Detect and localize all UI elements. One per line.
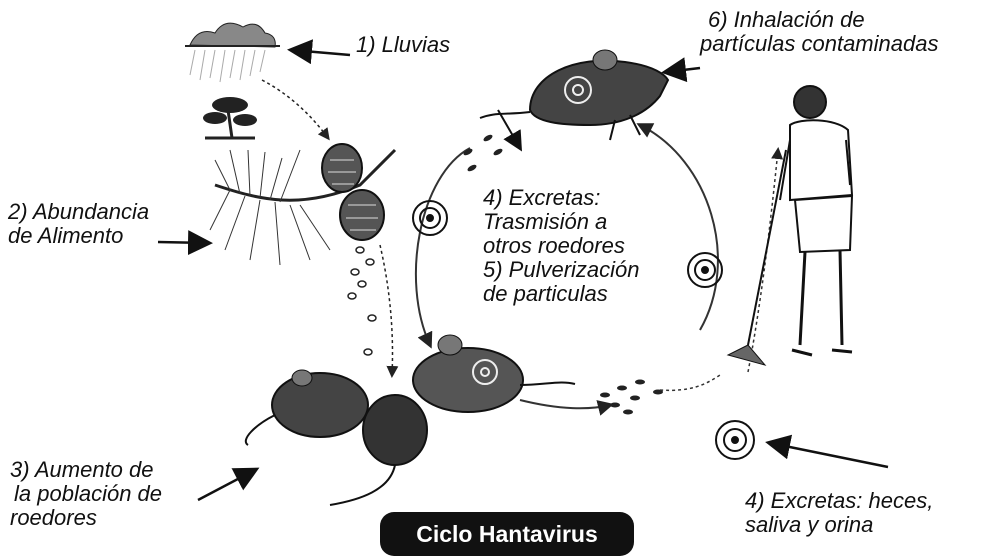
pointer-arrow-step1	[292, 50, 350, 55]
label-step6: 6) Inhalación de partículas contaminadas	[700, 8, 938, 56]
pointer-arrow-step2	[158, 242, 208, 243]
virus-particle-icon	[413, 201, 447, 235]
rain-to-food-arrow	[262, 80, 328, 138]
mouse-icon	[246, 370, 368, 445]
diagram-title: Ciclo Hantavirus	[416, 521, 598, 547]
pine-branch-icon	[210, 144, 395, 265]
pointer-arrow-step4-bottom	[770, 443, 888, 467]
droppings-arrow	[498, 110, 520, 148]
rain-cloud-icon	[185, 23, 280, 82]
droppings	[600, 380, 663, 415]
label-step4-bottom: 4) Excretas: heces, saliva y orina	[745, 489, 933, 537]
tree-icon	[203, 97, 257, 138]
virus-particle-icon	[716, 421, 754, 459]
food-to-rodents-arrow	[380, 245, 393, 375]
mouse-icon	[413, 335, 575, 412]
droppings	[462, 133, 503, 172]
pointer-arrow-step6	[666, 68, 700, 72]
man-to-mouse-arrow	[748, 150, 778, 372]
pointer-arrow-step3	[198, 470, 255, 500]
cycle-arrow-right	[640, 125, 718, 330]
cycle-arrow-bottom	[520, 400, 610, 408]
label-step3: 3) Aumento de la población de roedores	[10, 458, 162, 530]
label-step2: 2) Abundancia de Alimento	[8, 200, 149, 248]
dust-trail	[660, 375, 720, 390]
cycle-arrow-left	[416, 148, 470, 345]
label-step1: 1) Lluvias	[356, 33, 450, 57]
title-badge: Ciclo Hantavirus	[380, 512, 634, 556]
man-sweeping-icon	[728, 86, 852, 365]
label-step4-5-center: 4) Excretas: Trasmisión a otros roedores…	[483, 186, 640, 306]
falling-seeds	[348, 247, 376, 355]
